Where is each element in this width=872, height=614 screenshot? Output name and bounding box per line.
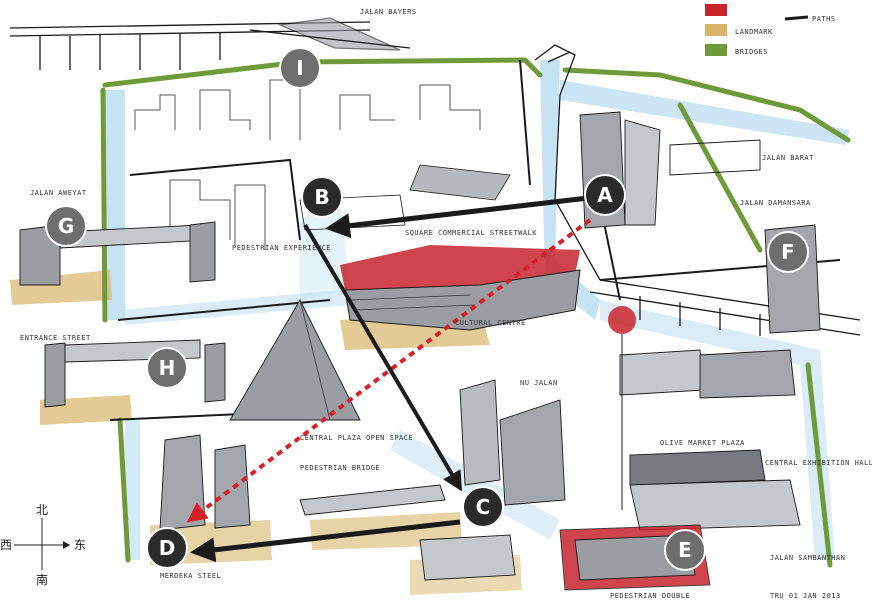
label-right-top: JALAN BARAT (762, 154, 814, 162)
marker-label: D (159, 536, 176, 560)
route-arrow-c-to-d (190, 519, 461, 563)
legend-label: LANDMARK (735, 28, 773, 36)
marker-label: B (314, 185, 329, 209)
compass: 北 南 东 西 (0, 503, 86, 587)
marker-i: I (279, 47, 321, 89)
label-bottom-left: MERDEKA STEEL (160, 572, 221, 580)
label-right-low2: CENTRAL EXHIBITION HALL (765, 459, 872, 467)
marker-g: G (45, 205, 87, 247)
marker-label: G (58, 214, 74, 238)
elevated-road-top (9, 17, 411, 70)
legend-path-label: PATHS (812, 15, 836, 23)
compass-north: 北 (36, 503, 48, 517)
marker-label: F (781, 240, 795, 264)
label-mid-left: PEDESTRIAN EXPERIENCE (232, 244, 331, 252)
marker-label: E (678, 538, 692, 562)
green-bridges (100, 57, 851, 568)
legend-swatch (705, 4, 727, 16)
marker-c: C (462, 486, 504, 528)
building-sketches (19, 111, 821, 591)
marker-circle (664, 529, 706, 571)
label-bottom-right: JALAN SAMBANTHAN (770, 554, 845, 562)
marker-circle (146, 527, 188, 569)
marker-circle (146, 347, 188, 389)
marker-circle (584, 174, 626, 216)
label-tower: NU JALAN (520, 379, 558, 387)
marker-e: E (664, 529, 706, 571)
marker-circle (279, 47, 321, 89)
markers: A B C D E F G H I (45, 47, 809, 571)
marker-d: D (146, 527, 188, 569)
marker-circle (462, 486, 504, 528)
label-bottom-mid: PEDESTRIAN DOUBLE (610, 592, 690, 600)
marker-circle (767, 231, 809, 273)
legend-path-line (784, 15, 809, 21)
skyline-sketch (134, 79, 481, 250)
marker-a: A (584, 174, 626, 216)
marker-circle (45, 205, 87, 247)
compass-east: 东 (74, 538, 86, 552)
central-commercial-complex (299, 164, 581, 331)
label-right-tower: JALAN DAMANSARA (740, 199, 811, 207)
compass-south: 南 (36, 572, 48, 587)
label-left-mid: ENTRANCE STREET (20, 334, 91, 342)
label-plaza: CENTRAL PLAZA OPEN SPACE (300, 434, 413, 442)
marker-label: I (296, 56, 303, 80)
landmark-red-dot (608, 306, 636, 334)
route-arrow-a-to-b (325, 195, 589, 239)
route-arrow-b-to-c (303, 223, 463, 492)
marker-f: F (767, 231, 809, 273)
legend: LANDMARK BRIDGES PATHS (705, 4, 836, 56)
marker-b: B (301, 176, 343, 218)
marker-label: C (476, 495, 491, 519)
sketch-labels: JALAN BAYERS JALAN AWEYAT ENTRANCE STREE… (20, 8, 872, 600)
label-left-top: JALAN AWEYAT (30, 189, 87, 197)
marker-label: H (159, 356, 176, 380)
marker-label: A (597, 183, 613, 207)
compass-west: 西 (0, 538, 12, 552)
legend-swatch (705, 44, 727, 56)
legend-swatch (705, 24, 727, 36)
marker-h: H (146, 347, 188, 389)
legend-label: BRIDGES (735, 48, 768, 56)
label-center-low: CULTURAL CENTRE (455, 319, 526, 327)
label-right-low1: OLIVE MARKET PLAZA (660, 439, 745, 447)
label-signature: TRU 01 JAN 2013 (770, 592, 841, 600)
label-top: JALAN BAYERS (360, 8, 417, 16)
marker-circle (301, 176, 343, 218)
label-center: SQUARE COMMERCIAL STREETWALK (405, 229, 537, 237)
label-bridge: PEDESTRIAN BRIDGE (300, 464, 380, 472)
